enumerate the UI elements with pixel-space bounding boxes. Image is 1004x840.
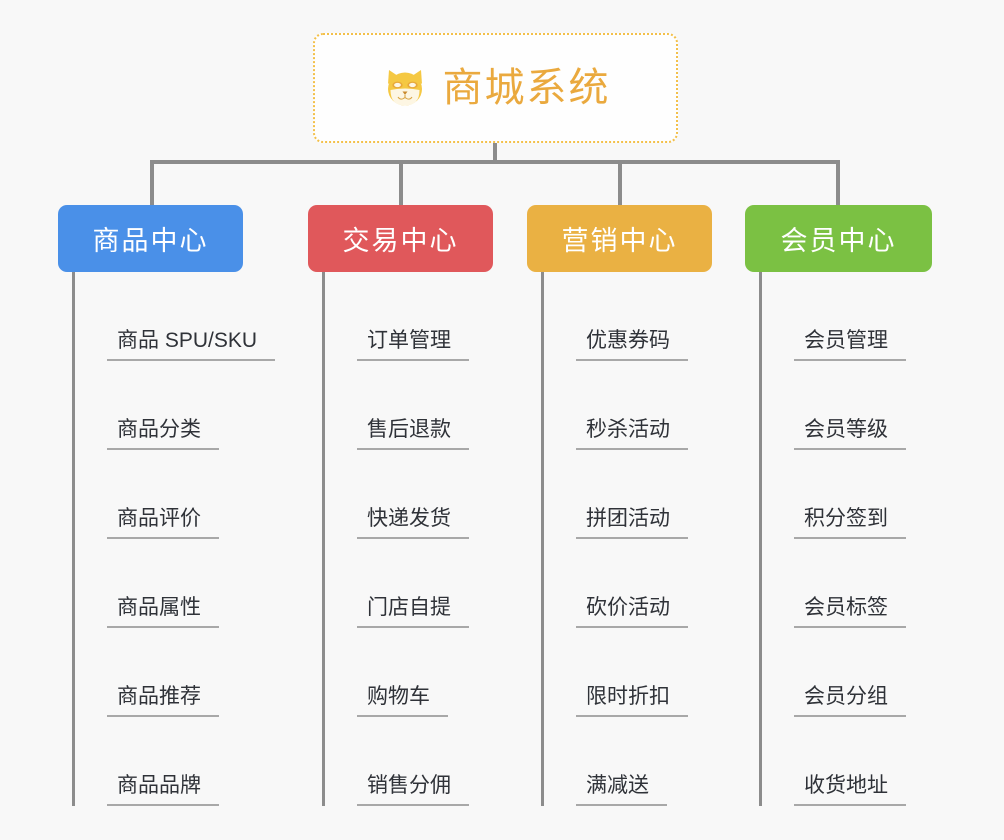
list-item-label: 拼团活动 (576, 507, 688, 539)
branch-column-marketing-center: 营销中心 优惠券码 秒杀活动 拼团活动 砍价活动 限时折扣 满减送 (527, 205, 712, 806)
list-item[interactable]: 商品 SPU/SKU (75, 272, 276, 361)
connector-drop-4 (836, 160, 840, 205)
list-item-label: 满减送 (576, 774, 667, 806)
branch-column-trade-center: 交易中心 订单管理 售后退款 快递发货 门店自提 购物车 销售分佣 (308, 205, 493, 806)
list-item[interactable]: 会员标签 (762, 539, 932, 628)
list-item[interactable]: 限时折扣 (544, 628, 712, 717)
list-item-label: 销售分佣 (357, 774, 469, 806)
connector-horizontal-bus (150, 160, 840, 164)
list-item[interactable]: 商品推荐 (75, 628, 243, 717)
connector-drop-3 (618, 160, 622, 205)
list-item[interactable]: 会员等级 (762, 361, 932, 450)
list-item[interactable]: 拼团活动 (544, 450, 712, 539)
list-item-label: 会员分组 (794, 685, 906, 717)
connector-drop-1 (150, 160, 154, 205)
list-item-label: 会员管理 (794, 329, 906, 361)
list-item-label: 商品 SPU/SKU (107, 329, 276, 361)
branch-items-product-center: 商品 SPU/SKU 商品分类 商品评价 商品属性 商品推荐 商品品牌 (72, 272, 276, 806)
list-item[interactable]: 门店自提 (325, 539, 493, 628)
root-title: 商城系统 (442, 66, 611, 110)
branch-items-member-center: 会员管理 会员等级 积分签到 会员标签 会员分组 收货地址 (759, 272, 932, 806)
branch-header-trade-center[interactable]: 交易中心 (308, 205, 493, 272)
list-item-label: 门店自提 (357, 596, 469, 628)
branch-column-member-center: 会员中心 会员管理 会员等级 积分签到 会员标签 会员分组 收货地址 (745, 205, 932, 806)
branch-items-trade-center: 订单管理 售后退款 快递发货 门店自提 购物车 销售分佣 (322, 272, 493, 806)
branch-header-label: 会员中心 (780, 226, 897, 256)
list-item-label: 购物车 (357, 685, 448, 717)
branch-header-marketing-center[interactable]: 营销中心 (527, 205, 712, 272)
connector-drop-2 (399, 160, 403, 205)
list-item-label: 快递发货 (357, 507, 469, 539)
list-item[interactable]: 商品品牌 (75, 717, 243, 806)
list-item[interactable]: 销售分佣 (325, 717, 493, 806)
list-item-label: 商品属性 (107, 596, 219, 628)
list-item[interactable]: 满减送 (544, 717, 712, 806)
branch-header-label: 营销中心 (561, 226, 678, 256)
list-item-label: 砍价活动 (576, 596, 688, 628)
list-item[interactable]: 快递发货 (325, 450, 493, 539)
list-item-label: 秒杀活动 (576, 418, 688, 450)
list-item[interactable]: 订单管理 (325, 272, 493, 361)
list-item-label: 会员标签 (794, 596, 906, 628)
list-item-label: 收货地址 (794, 774, 906, 806)
list-item[interactable]: 优惠券码 (544, 272, 712, 361)
list-item-label: 商品评价 (107, 507, 219, 539)
list-item[interactable]: 秒杀活动 (544, 361, 712, 450)
list-item-label: 优惠券码 (576, 329, 688, 361)
list-item[interactable]: 购物车 (325, 628, 493, 717)
list-item-label: 商品推荐 (107, 685, 219, 717)
branch-header-product-center[interactable]: 商品中心 (58, 205, 243, 272)
list-item[interactable]: 砍价活动 (544, 539, 712, 628)
list-item[interactable]: 会员分组 (762, 628, 932, 717)
list-item[interactable]: 商品属性 (75, 539, 243, 628)
list-item-label: 订单管理 (357, 329, 469, 361)
branch-header-member-center[interactable]: 会员中心 (745, 205, 932, 272)
list-item[interactable]: 商品分类 (75, 361, 243, 450)
list-item-label: 会员等级 (794, 418, 906, 450)
list-item-label: 商品分类 (107, 418, 219, 450)
list-item[interactable]: 收货地址 (762, 717, 932, 806)
branch-header-label: 交易中心 (342, 226, 459, 256)
list-item[interactable]: 积分签到 (762, 450, 932, 539)
connector-root-stem (493, 143, 497, 164)
list-item[interactable]: 会员管理 (762, 272, 932, 361)
branch-column-product-center: 商品中心 商品 SPU/SKU 商品分类 商品评价 商品属性 商品推荐 商品品牌 (58, 205, 276, 806)
list-item-label: 限时折扣 (576, 685, 688, 717)
list-item[interactable]: 售后退款 (325, 361, 493, 450)
shiba-dog-face-icon (381, 64, 429, 112)
list-item-label: 售后退款 (357, 418, 469, 450)
branch-header-label: 商品中心 (92, 226, 209, 256)
branch-items-marketing-center: 优惠券码 秒杀活动 拼团活动 砍价活动 限时折扣 满减送 (541, 272, 712, 806)
list-item-label: 积分签到 (794, 507, 906, 539)
root-node-mall-system[interactable]: 商城系统 (313, 33, 678, 143)
list-item-label: 商品品牌 (107, 774, 219, 806)
list-item[interactable]: 商品评价 (75, 450, 243, 539)
